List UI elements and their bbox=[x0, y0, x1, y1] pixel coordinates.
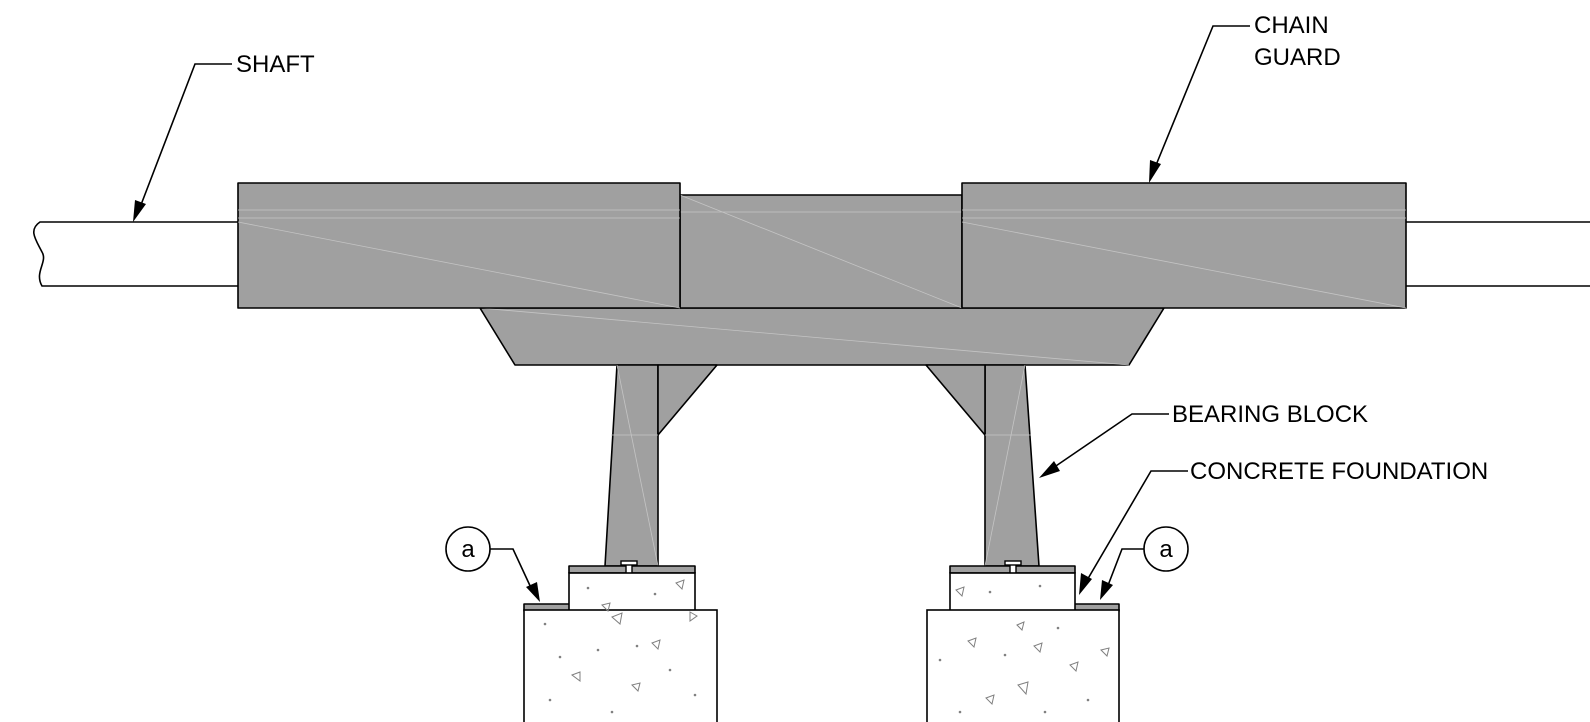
chain-guard-label-line2: GUARD bbox=[1254, 44, 1341, 71]
shaft-callout: SHAFT bbox=[133, 51, 315, 222]
coupling-housing bbox=[679, 194, 963, 309]
concrete-foundation-left bbox=[523, 572, 718, 722]
detail-label-right: a bbox=[1159, 536, 1173, 563]
concrete-speckle-left bbox=[543, 579, 698, 714]
chain-guard-right bbox=[961, 182, 1407, 309]
chain-guard-callout: CHAIN GUARD bbox=[1149, 12, 1341, 183]
chain-guard-left bbox=[237, 182, 681, 309]
bearing-block-label: BEARING BLOCK bbox=[1172, 401, 1368, 428]
bearing-block-callout: BEARING BLOCK bbox=[1039, 401, 1368, 478]
detail-label-left: a bbox=[461, 536, 475, 563]
concrete-foundation-right bbox=[926, 572, 1120, 722]
bearing-block-left bbox=[604, 364, 718, 567]
concrete-foundation-callout: CONCRETE FOUNDATION bbox=[1079, 458, 1488, 595]
concrete-foundation-label: CONCRETE FOUNDATION bbox=[1190, 458, 1488, 485]
detail-callout-left: a bbox=[445, 526, 540, 602]
shaft-label: SHAFT bbox=[236, 51, 315, 78]
chain-guard-label-line1: CHAIN bbox=[1254, 12, 1329, 39]
concrete-speckle-right bbox=[938, 584, 1110, 714]
housing-plate bbox=[479, 307, 1165, 366]
bearing-block-right bbox=[925, 364, 1040, 567]
detail-callout-right: a bbox=[1100, 526, 1189, 600]
